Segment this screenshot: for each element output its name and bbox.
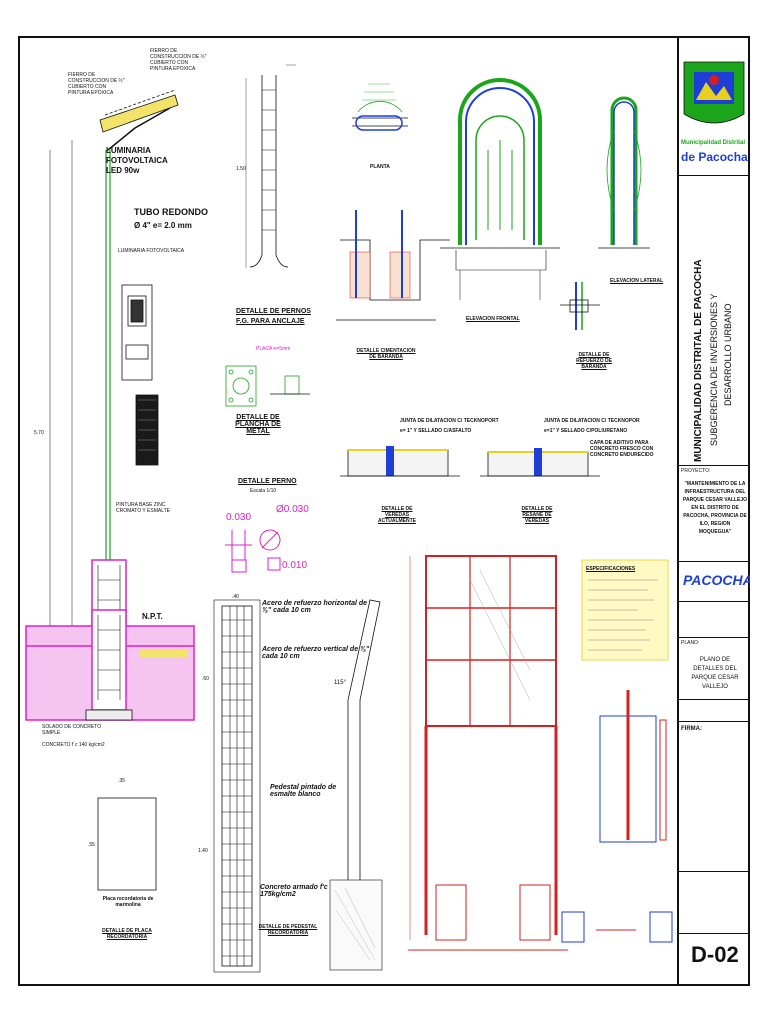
- pedestal-label: Pedestal pintado de esmalte blanco: [270, 784, 337, 798]
- escala-label: Escala 1/10: [250, 488, 277, 494]
- acero-horizontal-label: Acero de refuerzo horizontal de ⅜" cada …: [262, 600, 368, 614]
- dim-35: .35: [118, 778, 125, 784]
- project-cell: PROYECTO: "MANTENIMIENTO DE LA INFRAESTR…: [679, 466, 750, 562]
- fg-anclaje-title: F.G. PARA ANCLAJE: [236, 318, 305, 325]
- project-text: "MANTENIMIENTO DE LA INFRAESTRUCTURA DEL…: [683, 481, 747, 535]
- specs-box: [581, 559, 669, 661]
- dim-55: .55: [88, 842, 95, 848]
- junta-1-label: JUNTA DE DILATACION C/ TECKNOPORT: [400, 418, 499, 424]
- npt-label: N.P.T.: [142, 612, 163, 621]
- municipal-seal-logo: [683, 61, 745, 124]
- capa-aditivo-label: CAPA DE ADITIVO PARA CONCRETO FRESCO CON…: [590, 440, 654, 458]
- author-cell: [679, 602, 750, 638]
- elev-lateral-title: ELEVACION LATERAL: [610, 278, 664, 284]
- det-pernos-title: DETALLE DE PERNOS: [236, 308, 311, 315]
- luminaria-small-label: LUMINARIA FOTOVOLTAICA: [118, 248, 185, 254]
- placa-rec-label: Placa recordatoria de marmolina: [102, 896, 154, 908]
- det-perno-title: DETALLE PERNO: [238, 478, 297, 485]
- perno-detail: [225, 529, 281, 573]
- elevacion-frontal: [440, 78, 560, 300]
- angle-label: 115°: [334, 680, 346, 686]
- firma-label: FIRMA:: [681, 726, 702, 732]
- brand-cell: PACOCHA: [679, 562, 750, 602]
- dim-60: .60: [202, 676, 209, 682]
- elev-frontal-title: ELEVACION FRONTAL: [466, 316, 520, 322]
- det-placa-title: DETALLE DE PLACA RECORDATORIA: [102, 928, 152, 940]
- panel-frame-detail: [408, 555, 673, 951]
- veredas-detail: [340, 446, 600, 477]
- det-resane-title: DETALLE DE RESANE DE VEREDAS: [521, 506, 553, 524]
- tubo-label: TUBO REDONDO: [134, 207, 208, 217]
- org-line-1: MUNICIPALIDAD DISTRITAL DE PACOCHA: [693, 259, 704, 462]
- dim-140: 1.40: [198, 848, 208, 854]
- baranda-planta: [352, 83, 408, 131]
- sheet-code-cell: D-02: [679, 934, 750, 982]
- logo-cell: Municipalidad Distrital de Pacocha: [679, 36, 750, 176]
- title-block: Municipalidad Distrital de Pacocha MUNIC…: [677, 36, 750, 986]
- tubo-dim-label: Ø 4" e= 2.0 mm: [134, 221, 192, 230]
- drawing-sheet-border: [18, 36, 750, 986]
- date-cell: [679, 700, 750, 722]
- org-cell: MUNICIPALIDAD DISTRITAL DE PACOCHA SUBGE…: [679, 176, 750, 466]
- dim-o030: Ø0.030: [276, 504, 309, 515]
- fierro-note-2: FIERRO DE CONSTRUCCION DE ½" CUBIERTO CO…: [68, 72, 125, 96]
- rev-cell: [679, 872, 750, 934]
- brand-logo: PACOCHA: [683, 572, 750, 588]
- solado-label: SOLADO DE CONCRETO SIMPLE: [42, 724, 102, 736]
- det-refuerzo-title: DETALLE DE REFUERZO DE BARANDA: [576, 352, 612, 370]
- dim-030: 0.030: [226, 512, 252, 523]
- det-pedestal-title: DETALLE DE PEDESTAL RECORDATORIA: [258, 924, 318, 936]
- fierro-note-1: FIERRO DE CONSTRUCCION DE ½" CUBIERTO CO…: [150, 48, 207, 72]
- plan-label: PLANO:: [681, 640, 700, 646]
- refuerzo-detail: [560, 282, 600, 330]
- acero-vertical-label: Acero de refuerzo vertical de ⅜" cada 10…: [262, 646, 370, 660]
- concreto-label: Concreto armado f'c 175kg/cm2: [260, 884, 328, 898]
- dim-570: 5.70: [34, 430, 44, 436]
- plancha-detail: [225, 365, 310, 407]
- det-cimentacion-title: DETALLE CIMENTACION DE BARANDA: [356, 348, 416, 360]
- sellado-1-label: e= 1" Y SELLADO C/ASFALTO: [400, 428, 472, 434]
- logo-line-2: de Pacocha: [681, 150, 748, 164]
- pedestal-detail: [97, 599, 383, 973]
- pintura-base-label: PINTURA BASE ZINC CROMATO Y ESMALTE: [116, 502, 170, 514]
- dim-150: 1.50: [236, 166, 246, 172]
- especificaciones-title: ESPECIFICACIONES: [586, 566, 636, 572]
- junta-2-label: JUNTA DE DILATACION C/ TECKNOPOR: [544, 418, 640, 424]
- dim-010: 0.010: [282, 560, 308, 571]
- dim-40: .40: [232, 594, 239, 600]
- sellado-2-label: e=1" Y SELLADO C/POLIURETANO: [544, 428, 628, 434]
- planta-label: PLANTA: [370, 164, 390, 170]
- luminaria-label: LUMINARIA FOTOVOLTAICA LED 90w: [106, 146, 168, 175]
- plan-cell: PLANO: PLANO DE DETALLES DEL PARQUE CESA…: [679, 638, 750, 700]
- project-label: PROYECTO:: [681, 468, 711, 474]
- placa-label: PLACA e=5mm: [256, 346, 291, 352]
- sheet-code: D-02: [691, 942, 739, 967]
- org-line-2: SUBGERENCIA DE INVERSIONES Y: [709, 293, 719, 446]
- pernos-detail: [245, 64, 296, 268]
- elevacion-lateral: [598, 96, 650, 249]
- concreto-base-label: CONCRETO f´c 140 kg/cm2: [42, 742, 105, 748]
- street-light-detail: [25, 89, 195, 721]
- org-line-3: DESARROLLO URBANO: [723, 303, 733, 406]
- firma-cell: FIRMA:: [679, 722, 750, 872]
- det-plancha-title: DETALLE DE PLANCHA DE METAL: [235, 414, 281, 435]
- logo-line-1: Municipalidad Distrital: [681, 140, 746, 146]
- cimentacion-detail: [336, 210, 450, 321]
- det-veredas-title: DETALLE DE VEREDAS ACTUALMENTE: [377, 506, 417, 524]
- plan-text: PLANO DE DETALLES DEL PARQUE CESAR VALLE…: [691, 657, 739, 690]
